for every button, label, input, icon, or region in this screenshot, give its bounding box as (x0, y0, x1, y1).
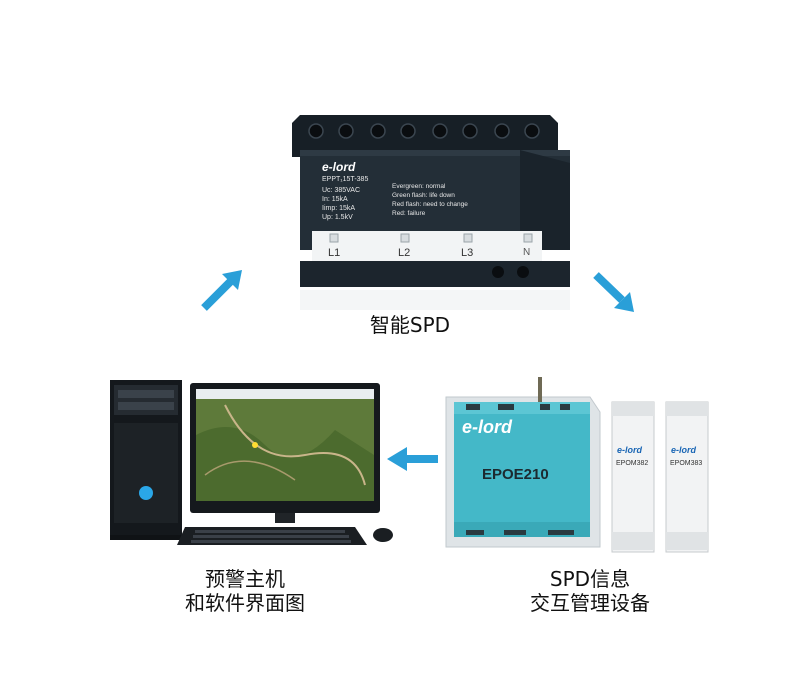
info-device-caption-line-1: SPD信息 (549, 567, 631, 591)
arrow-left-icon (387, 447, 438, 471)
spd-status-line: Red: failure (392, 210, 426, 217)
monitoring-computer (110, 380, 393, 545)
smart-spd-device (292, 115, 570, 310)
arrow-up-right-icon (201, 270, 242, 311)
spd-status-line: Evergreen: normal (392, 183, 446, 190)
computer-caption-line-2: 和软件界面图 (185, 591, 305, 615)
spd-status-line: Green flash: life down (392, 192, 455, 199)
info-device-brand-logo: e-lord (462, 417, 513, 437)
spd-phase-l2: L2 (398, 247, 411, 259)
spd-status-legend: Evergreen: normal Green flash: life down… (392, 182, 468, 218)
spd-model-label: EPPT₁15T-385 (322, 176, 369, 183)
module-2-model: EPOM383 (670, 460, 703, 467)
spd-brand-logo: e-lord (322, 160, 356, 174)
spd-info-management-device (445, 377, 709, 553)
spd-caption: 智能SPD (369, 313, 451, 337)
arrow-down-right-icon (593, 272, 634, 312)
computer-caption: 预警主机 和软件界面图 (165, 567, 325, 615)
info-device-caption: SPD信息 交互管理设备 (505, 567, 675, 615)
module-1-model: EPOM382 (616, 460, 649, 467)
module-1-brand: e-lord (617, 445, 643, 455)
spd-status-line: Red flash: need to change (392, 201, 468, 208)
info-device-caption-line-2: 交互管理设备 (530, 591, 650, 615)
computer-caption-line-1: 预警主机 (205, 567, 285, 591)
module-2-brand: e-lord (671, 445, 697, 455)
spd-spec-line: Up: 1.5kV (322, 214, 353, 221)
spd-spec-line: In: 15kA (322, 196, 348, 203)
spd-phase-n: N (523, 247, 531, 258)
spd-phase-l3: L3 (461, 247, 474, 259)
spd-spec-line: Uc: 385VAC (322, 187, 360, 194)
spd-phase-l1: L1 (328, 247, 341, 259)
info-device-model: EPOE210 (482, 466, 549, 483)
spd-specs: Uc: 385VAC In: 15kA Iimp: 15kA Up: 1.5kV (322, 186, 360, 222)
spd-spec-line: Iimp: 15kA (322, 205, 356, 212)
